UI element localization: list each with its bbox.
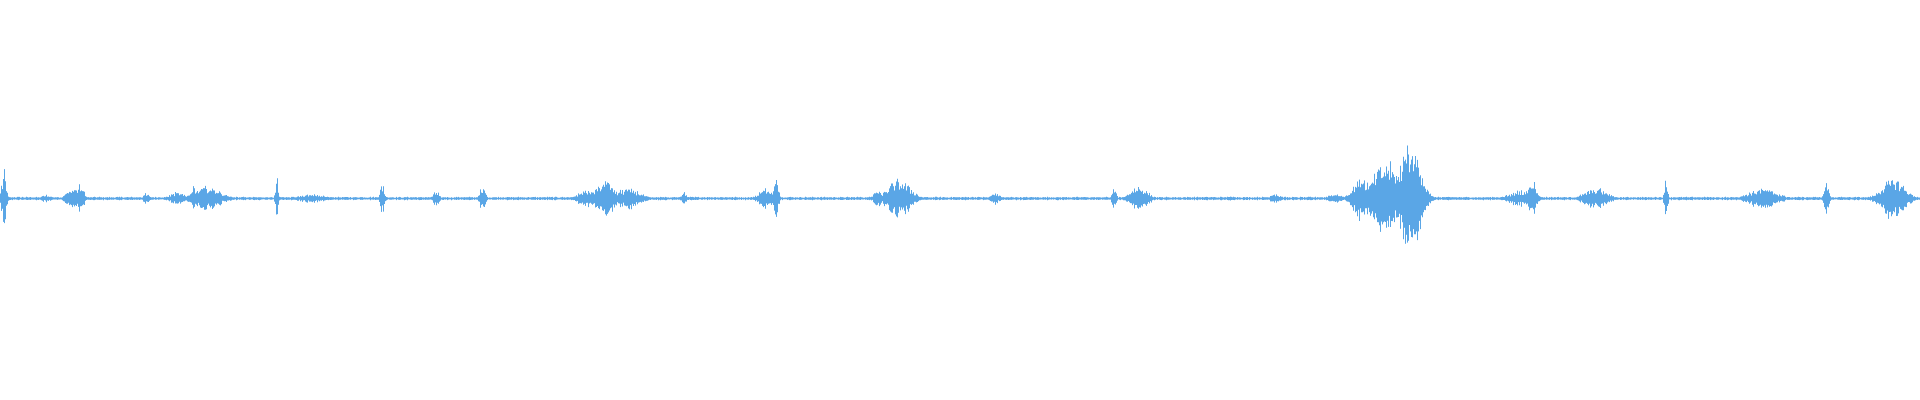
waveform-peaks <box>0 145 1920 244</box>
waveform-path <box>0 145 1920 244</box>
